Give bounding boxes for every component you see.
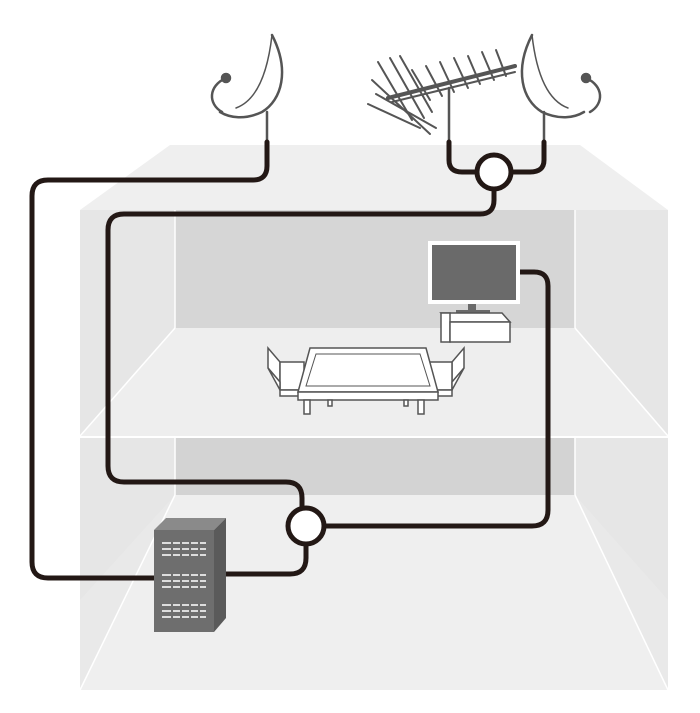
tv-stand-icon <box>439 312 512 343</box>
lower-room-back-wall <box>175 438 575 495</box>
cable-right-dish-to-mixer <box>507 139 547 175</box>
television-icon <box>428 241 520 314</box>
upper-room-left-wall <box>80 210 175 436</box>
cable-splitter-to-unit <box>223 539 309 577</box>
splitter-bottom <box>285 505 327 547</box>
server-rack-icon <box>154 518 226 632</box>
tv-stand <box>439 312 512 343</box>
signal-combiner-icon <box>474 152 514 192</box>
middle-floor-slab <box>80 436 668 438</box>
satellite-dish-icon <box>210 33 284 144</box>
cable-left-dish <box>29 139 270 581</box>
satellite-dish-icon <box>520 33 602 144</box>
lower-room-left-wall <box>80 438 175 600</box>
house <box>79 145 669 691</box>
roof-surface <box>80 145 668 210</box>
signal-splitter-icon <box>285 505 327 547</box>
antenna-icon <box>367 49 517 144</box>
table <box>267 345 465 415</box>
lower-room-right-wall <box>575 438 668 600</box>
mixer-top <box>474 152 514 192</box>
lower-room-floor <box>80 495 668 690</box>
cable-mixer-to-splitter <box>105 185 497 513</box>
upper-room-right-wall <box>575 210 668 436</box>
satellite-dish-left <box>210 33 284 144</box>
distribution-unit <box>154 518 226 632</box>
uhf-antenna <box>367 49 517 144</box>
tv <box>428 241 520 314</box>
low-table-icon <box>267 345 465 415</box>
cable-uhf-to-mixer <box>446 139 481 175</box>
cable-splitter-to-tv <box>321 269 551 529</box>
satellite-dish-right <box>520 33 602 144</box>
cables <box>29 139 551 581</box>
